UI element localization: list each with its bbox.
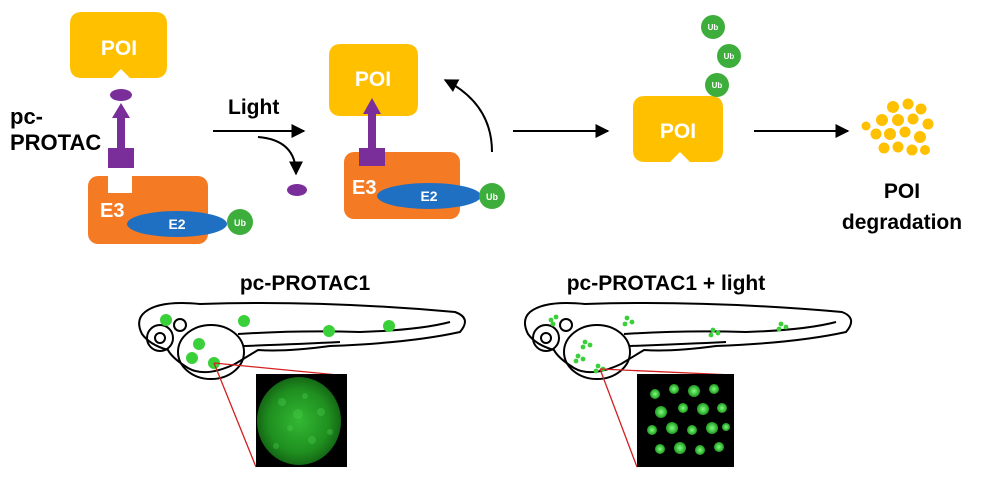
ub-1 (227, 209, 253, 235)
micrograph-right-puncta (647, 384, 730, 455)
poi-degradation-label-line2: degradation (842, 211, 962, 234)
ub-chain-3 (705, 73, 729, 97)
poi-shape-2 (329, 44, 418, 116)
micrograph-left-texture (273, 393, 333, 449)
light-label: Light (228, 96, 279, 119)
linker-stem (117, 117, 125, 150)
fish-title-right: pc-PROTAC1 + light (567, 272, 766, 295)
poi-label-2: POI (355, 68, 391, 91)
ub-chain-2 (717, 44, 741, 68)
fluorescent-puncta-right (548, 314, 789, 374)
e2-shape-1 (127, 211, 227, 237)
ub-label-1: Ub (234, 218, 246, 228)
poi-label-3: POI (660, 120, 696, 143)
e3-label-1: E3 (100, 200, 124, 222)
released-cage-icon (287, 184, 307, 196)
linker-arrow-head-2-icon (363, 98, 381, 114)
e3-binding-notch (108, 168, 132, 193)
ub-2 (479, 183, 505, 209)
stage-2-ternary-complex: POI E3 E2 Ub (329, 44, 505, 219)
pc-protac-label-line2: PROTAC (10, 130, 101, 155)
pc-protac-label-line1: pc- (10, 104, 43, 129)
e2-label-1: E2 (168, 216, 185, 232)
ub-chain-label-3: Ub (712, 81, 723, 90)
degraded-fragments-icon (861, 98, 934, 156)
micrograph-left-glow (257, 377, 341, 465)
ub-transfer-arrow (443, 79, 493, 153)
poi-shape-3 (633, 96, 723, 162)
e2-label-2: E2 (420, 188, 437, 204)
linker-stem-2 (368, 113, 376, 150)
e3-ligand-block (108, 148, 134, 168)
poi-degradation-label-line1: POI (884, 180, 920, 203)
stage-3-ubiquitinated-poi: POI Ub Ub Ub (633, 15, 741, 162)
e2-shape-2 (377, 183, 481, 209)
zebrafish-larva-left-icon (138, 302, 466, 380)
ub-chain-1 (701, 15, 725, 39)
zebrafish-larva-right-icon (524, 302, 853, 380)
ub-label-2: Ub (486, 192, 498, 202)
poi-label-1: POI (101, 37, 137, 60)
linker-arrow-head-icon (112, 103, 130, 118)
ub-chain-label-2: Ub (724, 52, 735, 61)
zoom-lines-left (213, 362, 339, 468)
fish-title-left: pc-PROTAC1 (240, 272, 371, 295)
micrograph-right-icon (637, 374, 734, 467)
stage-1-caged-complex: POI E3 E2 Ub (70, 12, 253, 244)
photocage-cap-icon (110, 89, 132, 101)
poi-shape-1 (70, 12, 167, 78)
fluorescent-spots-left (160, 314, 395, 369)
e3-ligand-block-2b (359, 148, 385, 166)
e3-label-2: E3 (352, 177, 376, 199)
ub-chain-label-1: Ub (708, 23, 719, 32)
cage-release-arrow (257, 136, 303, 176)
